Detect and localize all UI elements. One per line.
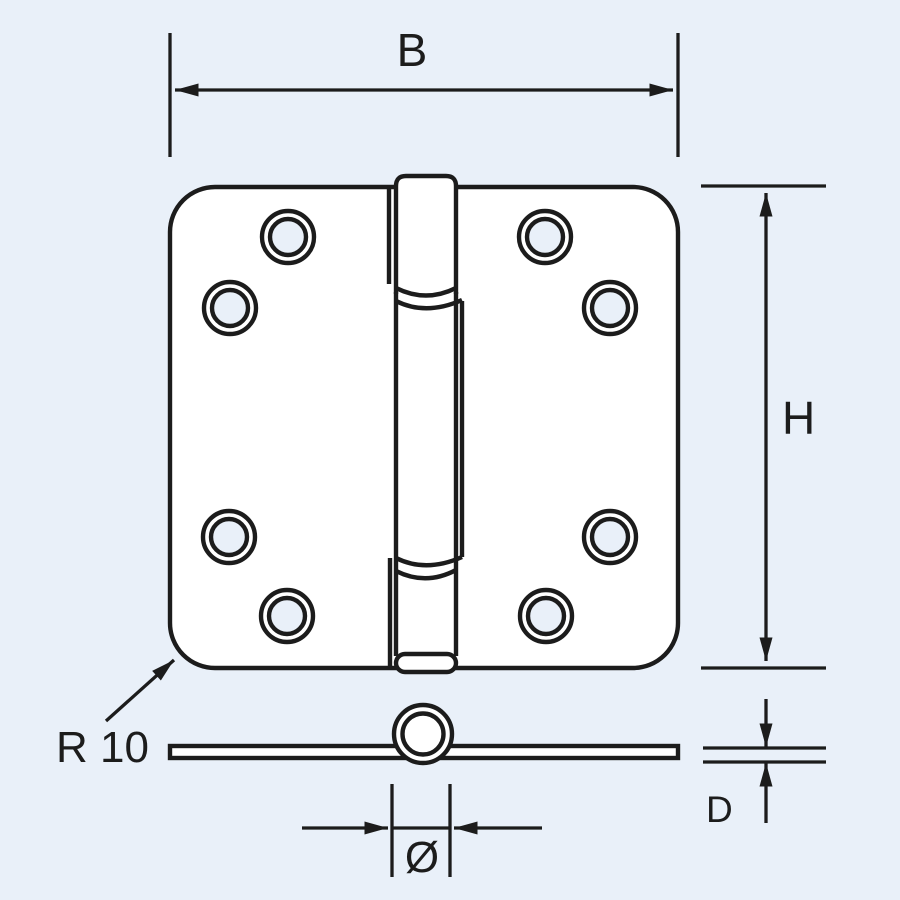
side-view <box>167 702 681 766</box>
screw-hole <box>581 508 639 566</box>
dimension-diameter: Ø <box>302 784 542 882</box>
knuckle-joint-arc <box>395 554 463 568</box>
screw-holes <box>200 208 639 645</box>
dimension-height: H <box>701 184 826 670</box>
front-view <box>167 173 681 675</box>
corner-radius-callout: R 10 <box>56 658 176 772</box>
dimension-thickness: D <box>703 699 826 830</box>
knuckle-profile-inner <box>400 711 446 757</box>
pin-bottom-cap <box>393 651 459 675</box>
screw-hole <box>517 587 575 645</box>
dimension-width: B <box>168 24 680 157</box>
screw-hole <box>201 279 259 337</box>
screw-hole <box>259 208 317 266</box>
corner-radius-label: R 10 <box>56 723 149 772</box>
knuckle-joint-arc <box>395 297 463 311</box>
screw-hole <box>516 208 574 266</box>
knuckle-joint-arc <box>395 568 458 581</box>
leader-arrow <box>104 658 176 723</box>
dimension-height-label: H <box>782 392 815 444</box>
dimension-diameter-label: Ø <box>405 833 439 882</box>
screw-hole <box>200 508 258 566</box>
screw-hole <box>258 587 316 645</box>
knuckle-joint-arc <box>395 286 457 298</box>
dimension-width-label: B <box>397 24 428 76</box>
dimension-thickness-label: D <box>706 789 733 830</box>
barrel-top-knuckle <box>393 173 459 294</box>
screw-hole <box>581 279 639 337</box>
